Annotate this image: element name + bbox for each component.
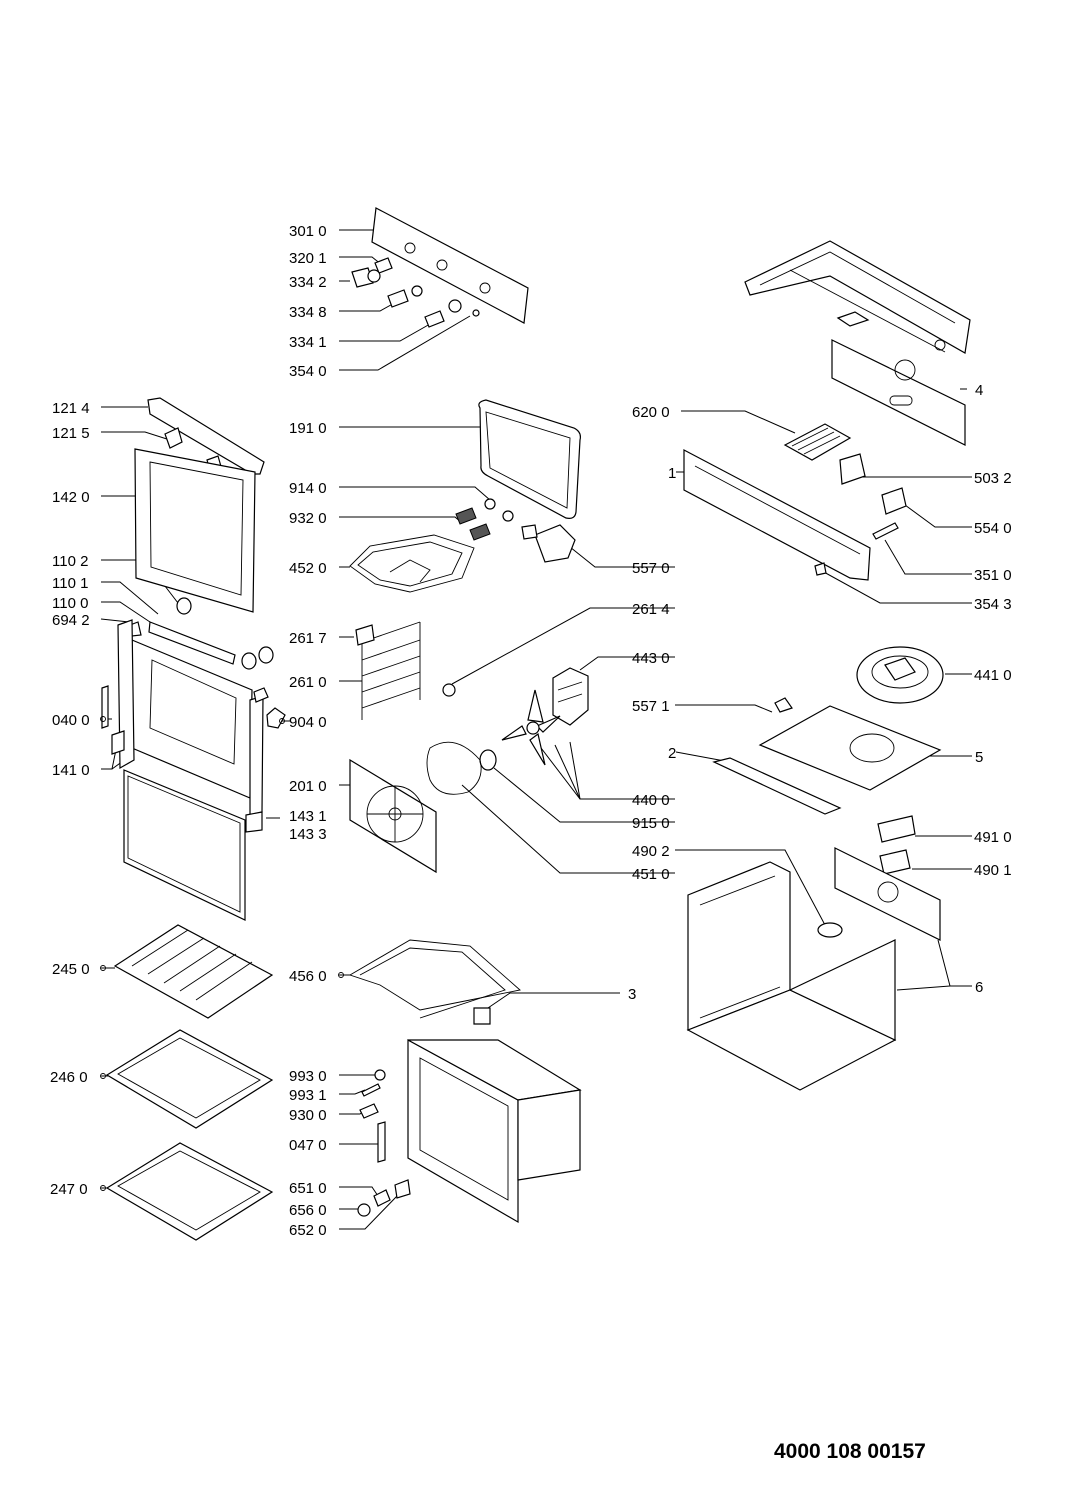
outer-glass-part	[134, 448, 256, 613]
label-443-0: 443 0	[632, 650, 670, 667]
label-142-0: 142 0	[52, 489, 90, 506]
shelf-support-part	[355, 621, 421, 720]
label-261-7: 261 7	[289, 630, 327, 647]
label-3: 3	[628, 986, 636, 1003]
label-6: 6	[975, 979, 983, 996]
label-2: 2	[668, 745, 676, 762]
document-number: 4000 108 00157	[774, 1440, 926, 1463]
glass-bumpers	[129, 597, 274, 670]
top-frame-part	[744, 240, 971, 446]
label-261-4: 261 4	[632, 601, 670, 618]
cooling-fan-part	[856, 646, 944, 704]
label-440-0: 440 0	[632, 792, 670, 809]
label-451-0: 451 0	[632, 866, 670, 883]
grill-element-part	[349, 498, 514, 593]
label-5: 5	[975, 749, 983, 766]
door-handle-part	[147, 397, 265, 475]
terminal-block-part	[877, 815, 916, 875]
gasket-part	[478, 399, 581, 519]
label-930-0: 930 0	[289, 1107, 327, 1124]
label-191-0: 191 0	[289, 420, 327, 437]
label-656-0: 656 0	[289, 1202, 327, 1219]
label-143-1: 143 1	[289, 808, 327, 825]
deep-tray-part	[105, 1142, 274, 1241]
label-301-0: 301 0	[289, 223, 327, 240]
callout-labels: 301 0 320 1 334 2 334 8 334 1 354 0 121 …	[50, 223, 1012, 1239]
label-354-0: 354 0	[289, 363, 327, 380]
label-490-1: 490 1	[974, 862, 1012, 879]
label-121-5: 121 5	[52, 425, 90, 442]
label-914-0: 914 0	[289, 480, 327, 497]
leader-endpoints	[100, 716, 344, 1191]
label-652-0: 652 0	[289, 1222, 327, 1239]
power-board-part	[783, 423, 852, 461]
label-620-0: 620 0	[632, 404, 670, 421]
control-panel-part	[371, 207, 529, 324]
label-110-0: 110 0	[52, 595, 88, 612]
label-993-0: 993 0	[289, 1068, 327, 1085]
label-651-0: 651 0	[289, 1180, 327, 1197]
label-694-2: 694 2	[52, 612, 90, 629]
thermostat-part	[521, 524, 576, 563]
rear-wall-part	[349, 741, 482, 874]
label-141-0: 141 0	[52, 762, 90, 779]
label-932-0: 932 0	[289, 510, 327, 527]
leader-lines	[100, 229, 972, 1230]
lower-element-part	[348, 939, 521, 1025]
cabinet-part	[686, 847, 941, 1091]
label-334-2: 334 2	[289, 274, 327, 291]
label-320-1: 320 1	[289, 250, 327, 267]
label-456-0: 456 0	[289, 968, 327, 985]
label-351-0: 351 0	[974, 567, 1012, 584]
fan-blade-part	[479, 689, 561, 771]
label-247-0: 247 0	[50, 1181, 88, 1198]
label-334-1: 334 1	[289, 334, 327, 351]
wire-rack-part	[113, 924, 274, 1019]
front-strip-part	[712, 757, 842, 815]
label-503-2: 503 2	[974, 470, 1012, 487]
inner-door-part	[101, 619, 269, 816]
label-491-0: 491 0	[974, 829, 1012, 846]
label-201-0: 201 0	[289, 778, 327, 795]
label-904-0: 904 0	[289, 714, 327, 731]
label-993-1: 993 1	[289, 1087, 327, 1104]
oven-cavity-part	[407, 1038, 582, 1224]
label-4: 4	[975, 382, 983, 399]
label-1: 1	[668, 465, 676, 482]
label-915-0: 915 0	[632, 815, 670, 832]
label-143-3: 143 3	[289, 826, 327, 843]
baking-tray-part	[105, 1029, 274, 1129]
label-246-0: 246 0	[50, 1069, 88, 1086]
label-490-2: 490 2	[632, 843, 670, 860]
vent-plate-part	[758, 697, 942, 791]
inner-glass-part	[123, 769, 246, 921]
label-047-0: 047 0	[289, 1137, 327, 1154]
label-121-4: 121 4	[52, 400, 90, 417]
label-110-2: 110 2	[52, 553, 88, 570]
label-354-3: 354 3	[974, 596, 1012, 613]
label-245-0: 245 0	[52, 961, 90, 978]
label-334-8: 334 8	[289, 304, 327, 321]
fan-motor-part	[442, 667, 589, 726]
label-110-1: 110 1	[52, 575, 88, 592]
small-hardware-parts	[357, 1069, 411, 1217]
label-441-0: 441 0	[974, 667, 1012, 684]
label-557-1: 557 1	[632, 698, 670, 715]
relay-parts	[814, 453, 907, 576]
label-040-0: 040 0	[52, 712, 90, 729]
label-452-0: 452 0	[289, 560, 327, 577]
support-bracket-part	[683, 449, 871, 581]
knob-parts	[351, 257, 480, 328]
label-554-0: 554 0	[974, 520, 1012, 537]
label-261-0: 261 0	[289, 674, 327, 691]
label-557-0: 557 0	[632, 560, 670, 577]
